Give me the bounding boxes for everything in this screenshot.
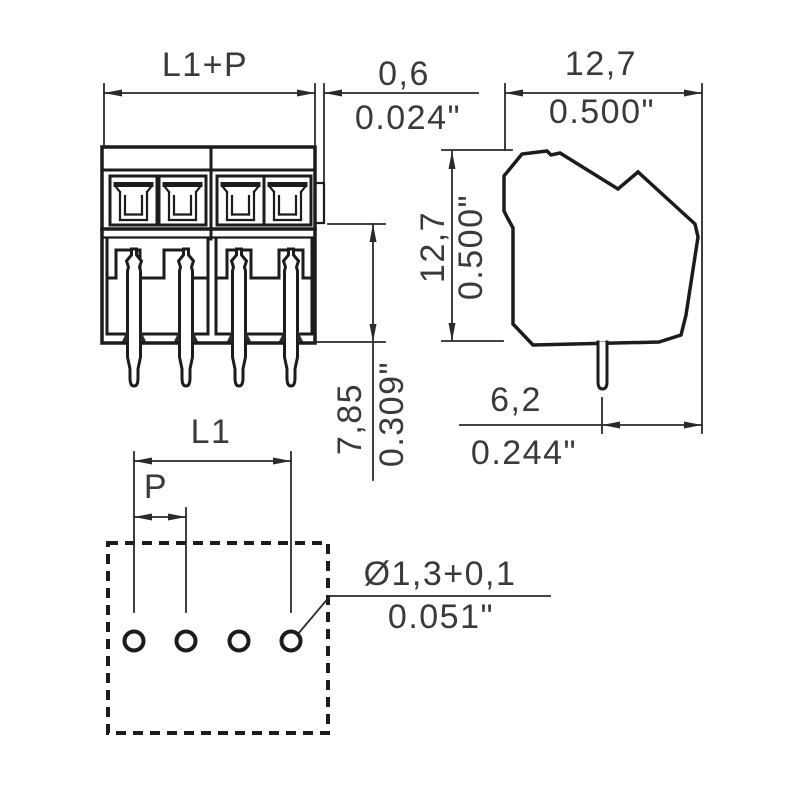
housing-outline: [100, 145, 317, 345]
dim-gap-inch: 0.024": [355, 99, 461, 137]
clamp-depth-dimension: 7,85 0.309": [316, 223, 411, 481]
solder-pin-4: [277, 247, 305, 388]
drill-hole-3: [227, 629, 251, 653]
front-view: [100, 145, 326, 388]
dim-side-height-mm: 12,7: [414, 211, 452, 283]
side-view-dimensions: 12,7 0.500" 12,7 0.500" 6,2 0.244": [414, 45, 703, 472]
footprint-view: [106, 541, 330, 735]
castellation: [105, 237, 314, 336]
clamp-opening-3: [217, 176, 264, 225]
footprint-dimensions: L1 P: [133, 413, 292, 613]
dim-l1p-label: L1+P: [162, 46, 248, 84]
hole-diameter-callout: Ø1,3+0,1 0.051": [296, 555, 551, 636]
dim-clamp-depth-mm: 7,85: [331, 383, 369, 455]
drill-hole-4: [279, 629, 303, 653]
front-view-dimensions: L1+P 0,6 0.024": [103, 46, 479, 183]
leader-line: [296, 594, 332, 636]
dim-pin-offset-mm: 6,2: [490, 381, 542, 419]
solder-pin-2: [172, 247, 200, 388]
dim-side-width-inch: 0.500": [549, 93, 655, 131]
footprint-outline: [106, 541, 330, 735]
dim-l1-label: L1: [191, 413, 232, 451]
drill-hole-2: [174, 629, 198, 653]
dim-pitch-label: P: [144, 468, 168, 506]
dim-gap-mm: 0,6: [378, 55, 430, 93]
dim-side-height-inch: 0.500": [452, 194, 490, 300]
side-profile-outline: [502, 149, 700, 347]
solder-pin-1: [120, 247, 148, 388]
side-view-pin: [596, 340, 609, 391]
clamp-opening-2: [159, 176, 206, 225]
dim-pin-offset-inch: 0.244": [471, 434, 577, 472]
solder-pin-3: [225, 247, 253, 388]
dim-side-width-mm: 12,7: [565, 45, 637, 83]
dim-clamp-depth-inch: 0.309": [373, 361, 411, 467]
dim-hole-inch: 0.051": [388, 598, 494, 636]
drill-hole-1: [122, 629, 146, 653]
clamp-opening-4: [264, 176, 311, 225]
dim-hole-mm: Ø1,3+0,1: [364, 555, 517, 593]
side-view: [502, 149, 700, 391]
side-tab: [313, 181, 326, 225]
clamp-opening-1: [110, 176, 157, 225]
